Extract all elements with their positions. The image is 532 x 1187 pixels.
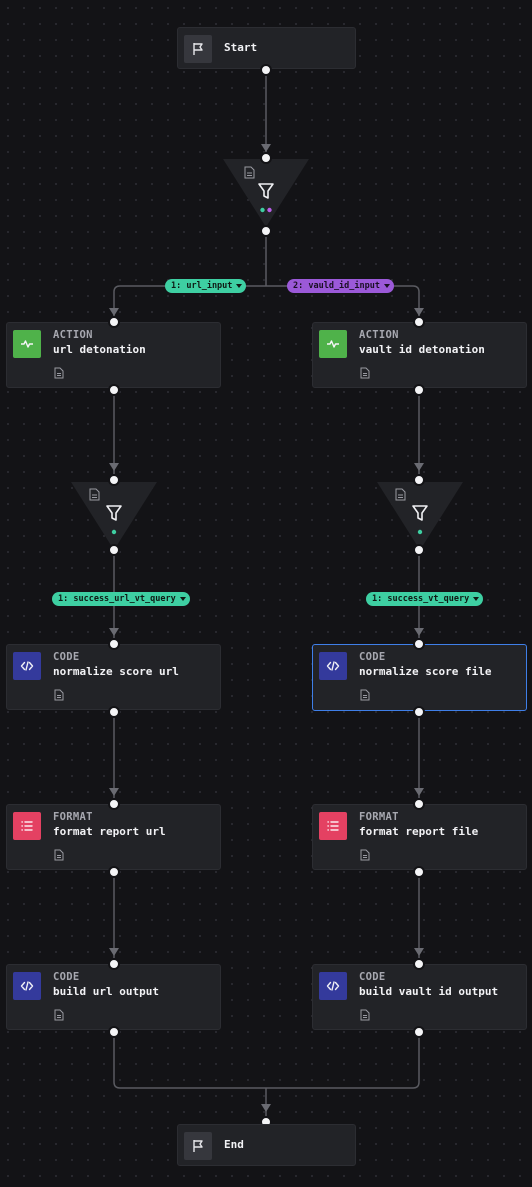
document-icon[interactable] xyxy=(53,849,65,861)
activity-icon xyxy=(319,330,347,358)
vault-id-detonation-input-port[interactable] xyxy=(413,316,425,328)
node-type: CODE xyxy=(53,971,80,983)
code-icon xyxy=(13,652,41,680)
start-label: Start xyxy=(224,41,258,54)
node-label: vault id detonation xyxy=(359,343,485,356)
document-icon[interactable] xyxy=(53,1009,65,1021)
node-label: normalize score url xyxy=(53,665,179,678)
format-report-file-input-port[interactable] xyxy=(413,798,425,810)
document-icon[interactable] xyxy=(359,1009,371,1021)
start-output-port[interactable] xyxy=(260,64,272,76)
node-type: ACTION xyxy=(359,329,399,341)
flag-icon xyxy=(184,1132,212,1160)
document-icon[interactable] xyxy=(53,689,65,701)
list-icon xyxy=(319,812,347,840)
decision-filter-top[interactable] xyxy=(223,159,309,227)
build-vault-id-output-output-port[interactable] xyxy=(413,1026,425,1038)
node-type: FORMAT xyxy=(53,811,93,823)
filter-right-output-port[interactable] xyxy=(413,544,425,556)
node-label: url detonation xyxy=(53,343,146,356)
build-url-output-output-port[interactable] xyxy=(108,1026,120,1038)
action-node-url-detonation[interactable]: ACTION url detonation xyxy=(6,322,221,388)
normalize-score-file-input-port[interactable] xyxy=(413,638,425,650)
filter-right-input-port[interactable] xyxy=(413,474,425,486)
node-type: CODE xyxy=(359,971,386,983)
node-type: FORMAT xyxy=(359,811,399,823)
document-icon[interactable] xyxy=(53,367,65,379)
format-node-format-report-file[interactable]: FORMAT format report file xyxy=(312,804,527,870)
build-url-output-input-port[interactable] xyxy=(108,958,120,970)
code-node-normalize-score-file[interactable]: CODE normalize score file xyxy=(312,644,527,711)
format-report-url-input-port[interactable] xyxy=(108,798,120,810)
vault-id-detonation-output-port[interactable] xyxy=(413,384,425,396)
filter-left-input-port[interactable] xyxy=(108,474,120,486)
filter-top-output-port[interactable] xyxy=(260,225,272,237)
end-node[interactable]: End xyxy=(177,1124,356,1166)
node-type: CODE xyxy=(359,651,386,663)
code-node-build-vault-id-output[interactable]: CODE build vault id output xyxy=(312,964,527,1030)
document-icon[interactable] xyxy=(359,849,371,861)
condition-success-vt-query[interactable]: 1: success_vt_query xyxy=(366,592,484,606)
document-icon[interactable] xyxy=(359,367,371,379)
node-label: build url output xyxy=(53,985,159,998)
url-detonation-output-port[interactable] xyxy=(108,384,120,396)
node-type: CODE xyxy=(53,651,80,663)
build-vault-id-output-input-port[interactable] xyxy=(413,958,425,970)
format-report-file-output-port[interactable] xyxy=(413,866,425,878)
url-detonation-input-port[interactable] xyxy=(108,316,120,328)
start-node[interactable]: Start xyxy=(177,27,356,69)
chevron-down-icon xyxy=(473,597,480,601)
node-label: format report url xyxy=(53,825,166,838)
condition-url-input[interactable]: 1: url_input xyxy=(165,279,247,293)
decision-filter-right[interactable] xyxy=(377,482,463,550)
code-node-normalize-score-url[interactable]: CODE normalize score url xyxy=(6,644,221,710)
action-node-vault-id-detonation[interactable]: ACTION vault id detonation xyxy=(312,322,527,388)
document-icon[interactable] xyxy=(359,689,371,701)
normalize-score-file-output-port[interactable] xyxy=(413,706,425,718)
code-icon xyxy=(319,972,347,1000)
activity-icon xyxy=(13,330,41,358)
chevron-down-icon xyxy=(179,597,186,601)
flag-icon xyxy=(184,35,212,63)
chevron-down-icon xyxy=(384,284,390,288)
node-type: ACTION xyxy=(53,329,93,341)
node-label: format report file xyxy=(359,825,479,838)
condition-vauld-id-input[interactable]: 2: vauld_id_input xyxy=(287,279,394,293)
node-label: normalize score file xyxy=(359,665,492,678)
format-node-format-report-url[interactable]: FORMAT format report url xyxy=(6,804,221,870)
list-icon xyxy=(13,812,41,840)
document-icon xyxy=(89,488,100,501)
document-icon xyxy=(244,166,255,179)
condition-success-url-vt-query[interactable]: 1: success_url_vt_query xyxy=(52,592,190,606)
code-icon xyxy=(13,972,41,1000)
code-icon xyxy=(319,652,347,680)
normalize-score-url-input-port[interactable] xyxy=(108,638,120,650)
document-icon xyxy=(395,488,406,501)
end-label: End xyxy=(224,1138,244,1151)
filter-left-output-port[interactable] xyxy=(108,544,120,556)
filter-top-input-port[interactable] xyxy=(260,152,272,164)
code-node-build-url-output[interactable]: CODE build url output xyxy=(6,964,221,1030)
node-label: build vault id output xyxy=(359,985,499,998)
format-report-url-output-port[interactable] xyxy=(108,866,120,878)
decision-filter-left[interactable] xyxy=(71,482,157,550)
normalize-score-url-output-port[interactable] xyxy=(108,706,120,718)
chevron-down-icon xyxy=(236,284,243,288)
